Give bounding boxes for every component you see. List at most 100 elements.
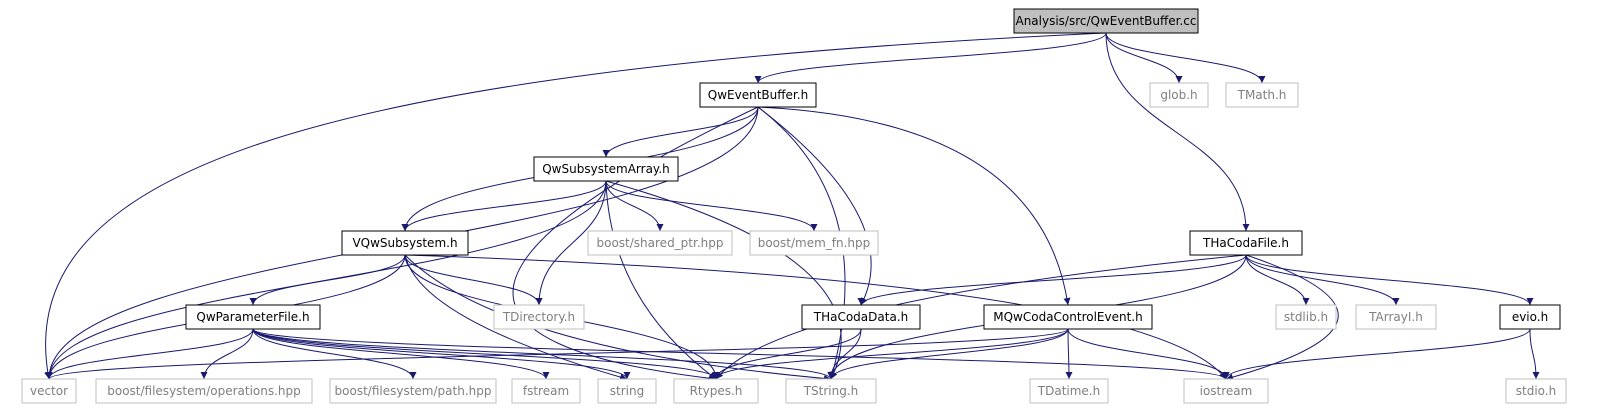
node-box-bfo [95, 378, 313, 404]
node-string: string [597, 378, 657, 404]
node-box-tmath [1225, 82, 1299, 108]
edge-qweb-to-thcd [757, 106, 872, 306]
node-bmf: boost/mem_fn.hpp [749, 230, 879, 256]
node-box-qwsa [533, 156, 679, 182]
edge-evio-to-iostream [1222, 328, 1531, 380]
edge-qwsa-to-vqws [401, 180, 607, 232]
node-bfo: boost/filesystem/operations.hpp [95, 378, 313, 404]
node-tmath: TMath.h [1225, 82, 1299, 108]
node-label-qwsa: QwSubsystemArray.h [542, 162, 670, 176]
edge-qweb-to-qwsa [602, 106, 759, 158]
edge-layer [44, 32, 1540, 382]
edge-thcf-to-stdlib [1245, 254, 1310, 306]
edge-mqcce-to-tstring [827, 328, 1069, 380]
node-box-bsp [587, 230, 733, 256]
node-box-iostream [1183, 378, 1269, 404]
node-box-thcd [801, 304, 921, 330]
node-label-mqcce: MQwCodaControlEvent.h [993, 310, 1142, 324]
node-stdio: stdio.h [1505, 378, 1567, 404]
edge-root-to-glob [1105, 32, 1183, 84]
node-box-mqcce [983, 304, 1153, 330]
node-label-vqws: VQwSubsystem.h [352, 236, 457, 250]
edge-vqws-to-tstring [404, 254, 832, 382]
edge-thcf-to-evio [1245, 254, 1534, 306]
node-tdatime: TDatime.h [1029, 378, 1109, 404]
node-label-qweb: QwEventBuffer.h [708, 88, 808, 102]
node-label-string: string [610, 384, 644, 398]
node-root[interactable]: Analysis/src/QwEventBuffer.cc [1013, 8, 1199, 34]
node-label-glob: glob.h [1160, 88, 1197, 102]
node-label-bmf: boost/mem_fn.hpp [758, 236, 871, 250]
node-box-string [597, 378, 657, 404]
node-fstream: fstream [511, 378, 581, 404]
edge-root-to-tmath [1105, 32, 1266, 84]
node-box-thcf [1189, 230, 1303, 256]
node-rtypes: Rtypes.h [673, 378, 759, 404]
node-mqcce[interactable]: MQwCodaControlEvent.h [983, 304, 1153, 330]
node-box-evio [1499, 304, 1561, 330]
node-label-bfo: boost/filesystem/operations.hpp [107, 384, 301, 398]
node-box-tarrayi [1355, 304, 1437, 330]
node-vqws[interactable]: VQwSubsystem.h [341, 230, 469, 256]
node-label-tmath: TMath.h [1237, 88, 1287, 102]
node-thcd[interactable]: THaCodaData.h [801, 304, 921, 330]
node-label-fstream: fstream [523, 384, 569, 398]
edge-qwpf-to-string [252, 328, 631, 380]
node-label-bsp: boost/shared_ptr.hpp [597, 236, 724, 250]
node-label-tarrayi: TArrayI.h [1368, 310, 1423, 324]
edge-qweb-to-mqcce [757, 106, 1071, 306]
node-label-vector: vector [30, 384, 68, 398]
node-qwsa[interactable]: QwSubsystemArray.h [533, 156, 679, 182]
edge-qwpf-to-bfp [252, 328, 417, 380]
node-tarrayi: TArrayI.h [1355, 304, 1437, 330]
node-stdlib: stdlib.h [1275, 304, 1337, 330]
node-evio[interactable]: evio.h [1499, 304, 1561, 330]
edge-qwsa-to-bsp [605, 180, 664, 232]
node-layer: Analysis/src/QwEventBuffer.ccQwEventBuff… [21, 8, 1567, 404]
node-tdir: TDirectory.h [493, 304, 585, 330]
node-box-glob [1149, 82, 1209, 108]
node-qweb[interactable]: QwEventBuffer.h [699, 82, 817, 108]
edge-root-to-qweb [754, 32, 1107, 84]
node-label-bfp: boost/filesystem/path.hpp [335, 384, 492, 398]
edge-mqcce-to-vector [45, 328, 1069, 380]
node-label-evio: evio.h [1512, 310, 1548, 324]
node-label-thcf: THaCodaFile.h [1202, 236, 1289, 250]
edge-qwpf-to-rtypes [252, 328, 720, 380]
edge-thcf-to-thcd [857, 254, 1247, 306]
edge-evio-to-stdio [1529, 328, 1540, 380]
edge-qwsa-to-tdir [535, 180, 607, 306]
edge-vqws-to-iostream [404, 254, 1227, 380]
node-box-qwpf [185, 304, 321, 330]
edge-vqws-to-qwpf [249, 254, 406, 306]
node-label-stdio: stdio.h [1516, 384, 1556, 398]
node-box-stdio [1505, 378, 1567, 404]
node-box-vector [21, 378, 77, 404]
node-label-iostream: iostream [1200, 384, 1253, 398]
node-box-bfp [329, 378, 497, 404]
edge-thcd-to-rtypes [712, 328, 862, 380]
edge-thcf-to-iostream [1225, 254, 1339, 381]
node-vector: vector [21, 378, 77, 404]
edge-vqws-to-tdir [404, 254, 543, 306]
edge-mqcce-to-rtypes [712, 328, 1069, 380]
node-box-tstring [785, 378, 877, 404]
node-bsp: boost/shared_ptr.hpp [587, 230, 733, 256]
node-box-tdatime [1029, 378, 1109, 404]
edge-qwsa-to-tstring [605, 180, 842, 380]
node-box-root [1013, 8, 1199, 34]
node-iostream: iostream [1183, 378, 1269, 404]
node-label-qwpf: QwParameterFile.h [196, 310, 309, 324]
node-label-thcd: THaCodaData.h [813, 310, 908, 324]
node-qwpf[interactable]: QwParameterFile.h [185, 304, 321, 330]
edge-qwpf-to-iostream [252, 328, 1230, 380]
edge-qwpf-to-fstream [252, 328, 550, 380]
node-box-fstream [511, 378, 581, 404]
node-label-tdatime: TDatime.h [1037, 384, 1100, 398]
node-thcf[interactable]: THaCodaFile.h [1189, 230, 1303, 256]
edge-root-to-thcf [1105, 32, 1250, 232]
node-glob: glob.h [1149, 82, 1209, 108]
node-box-rtypes [673, 378, 759, 404]
node-bfp: boost/filesystem/path.hpp [329, 378, 497, 404]
